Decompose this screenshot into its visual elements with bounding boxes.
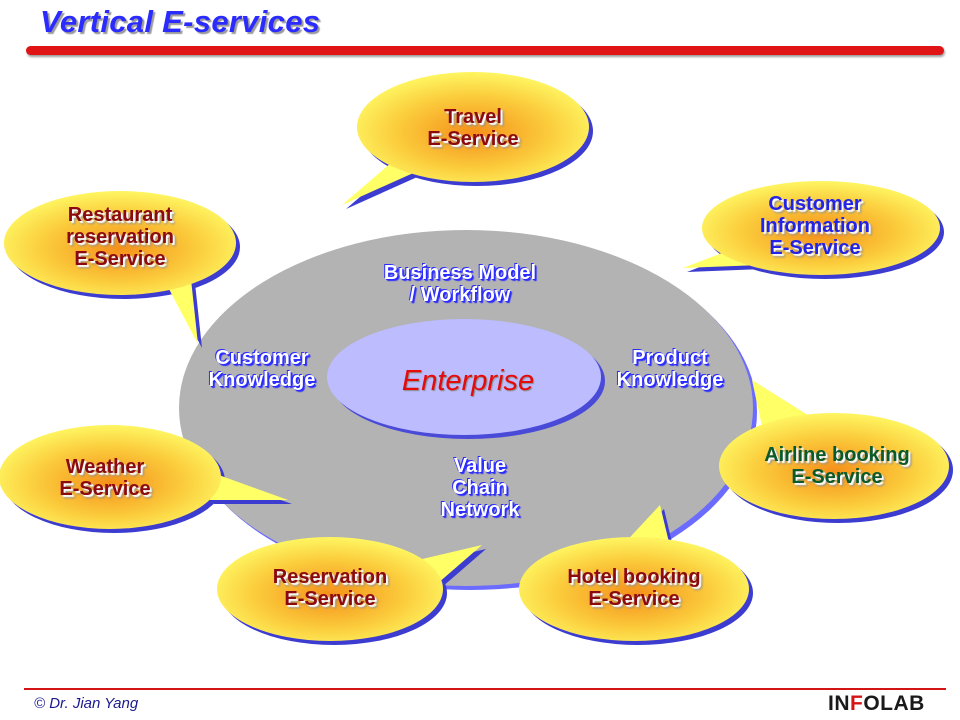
enterprise-label: Enterprise bbox=[401, 365, 535, 397]
page-title: Vertical E-services bbox=[40, 4, 321, 39]
restaurant-service-label: Restaurant reservation E-Service bbox=[66, 204, 174, 270]
customer-info-bubble bbox=[683, 181, 944, 279]
weather-service-label: Weather E-Service bbox=[59, 456, 151, 500]
travel-service-label: Travel E-Service bbox=[427, 106, 519, 150]
weather-bubble bbox=[0, 425, 292, 533]
hotel-bubble bbox=[519, 505, 753, 645]
airline-service-label: Airline booking E-Service bbox=[764, 444, 910, 488]
value-chain-label: Value Chain Network bbox=[440, 455, 520, 521]
copyright-text: © Dr. Jian Yang bbox=[34, 695, 139, 712]
restaurant-bubble bbox=[4, 191, 240, 348]
reservation-service-label: Reservation E-Service bbox=[272, 566, 388, 610]
reservation-bubble bbox=[217, 537, 486, 645]
product-knowledge-label: Product Knowledge bbox=[616, 347, 724, 391]
travel-bubble bbox=[342, 72, 593, 209]
customer-info-service-label: Customer Information E-Service bbox=[760, 193, 870, 259]
hotel-service-label: Hotel booking E-Service bbox=[567, 566, 701, 610]
enterprise-ellipse bbox=[327, 319, 605, 439]
title-underline bbox=[26, 46, 944, 55]
airline-bubble bbox=[719, 380, 953, 523]
footer-divider bbox=[24, 688, 946, 690]
customer-knowledge-label: Customer Knowledge bbox=[208, 347, 316, 391]
business-model-label: Business Model / Workflow bbox=[383, 262, 537, 306]
infolab-logo: INFOLAB bbox=[828, 692, 925, 715]
